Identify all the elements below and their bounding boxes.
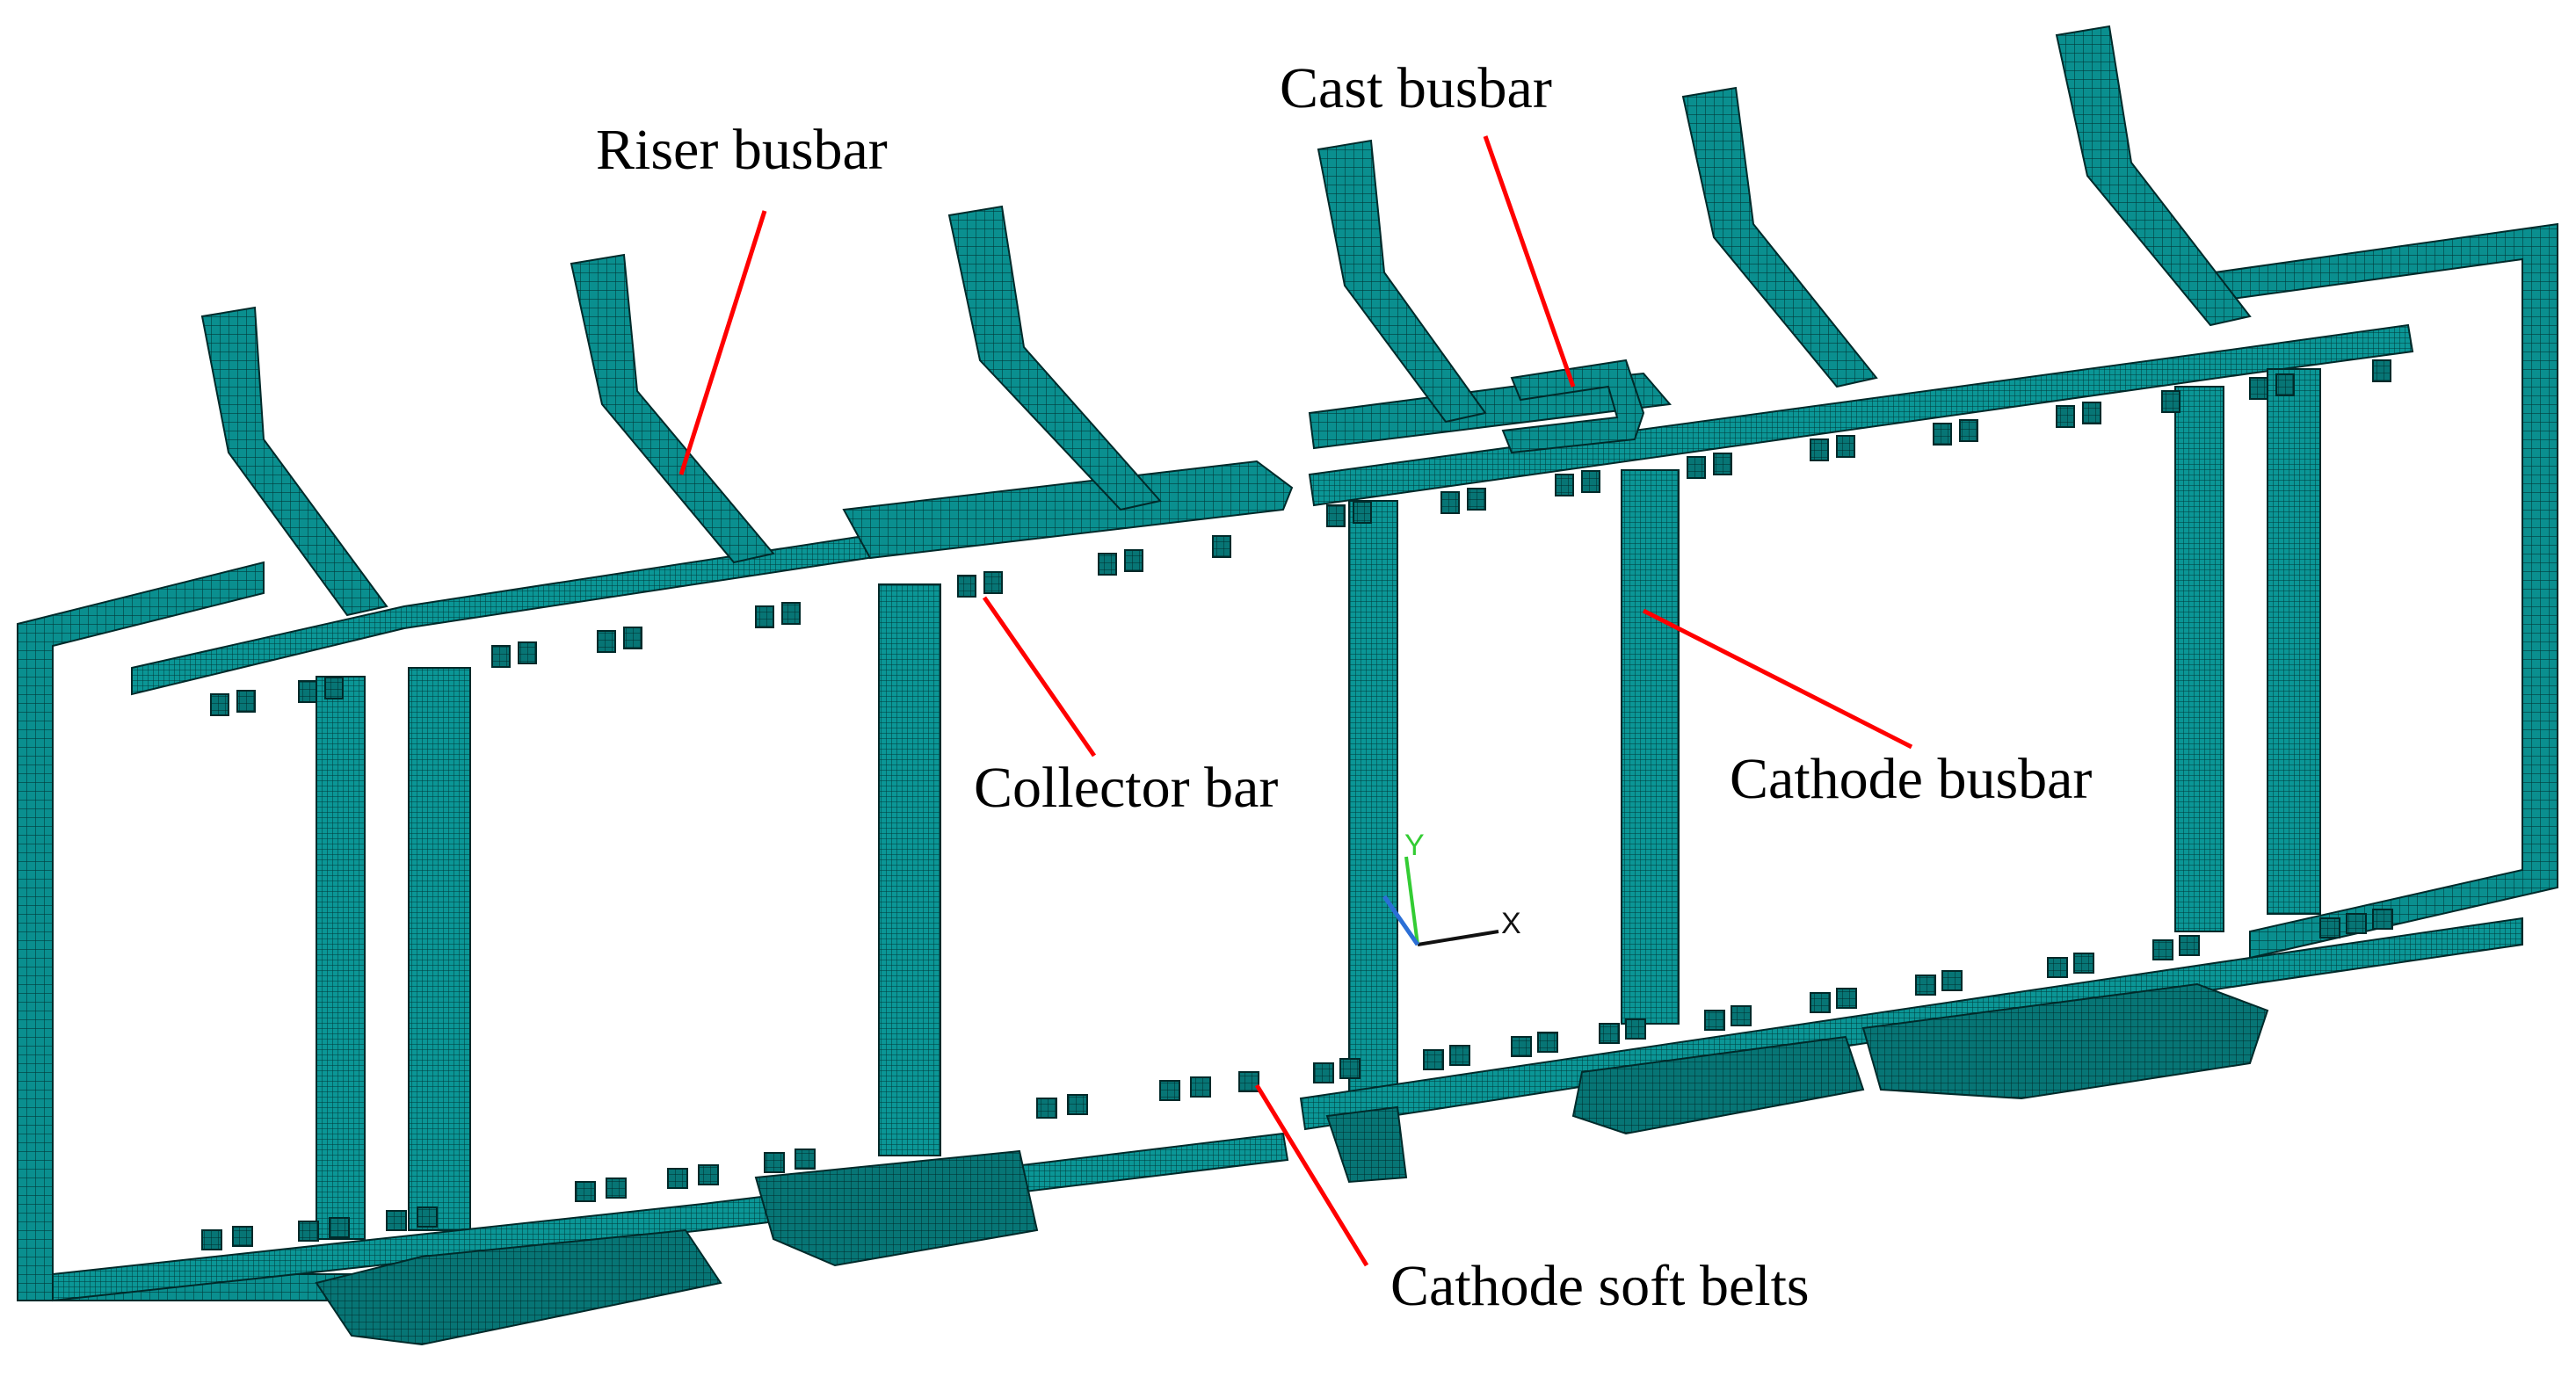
right-top-teeth (1326, 359, 2391, 527)
left-bottom-teeth (201, 1071, 1259, 1250)
y-axis-line (1404, 856, 1419, 946)
right-vbar-2 (1621, 469, 1680, 1025)
right-top-bar (1308, 323, 2414, 507)
leader-riser (678, 210, 767, 475)
leader-cathode-busbar (1642, 608, 1913, 750)
z-axis-line (1382, 895, 1420, 946)
left-bottom-block-2 (754, 1149, 1039, 1267)
coordinate-triad: Y X (1382, 829, 1521, 946)
left-vbar-3 (878, 583, 941, 1156)
right-section (1299, 25, 2558, 1184)
right-vbar-4 (2267, 368, 2321, 915)
left-vbar-1 (316, 676, 366, 1240)
right-riser-2 (1681, 86, 1878, 388)
label-cast-busbar: Cast busbar (1280, 56, 1552, 120)
right-bottom-block-1 (1325, 1105, 1408, 1184)
left-top-teeth (210, 535, 1231, 716)
right-upper-bar (1308, 372, 1672, 450)
leader-cast (1483, 135, 1576, 388)
leader-collector (982, 596, 1097, 757)
right-bottom-block-2 (1571, 1035, 1865, 1135)
right-riser-1 (1317, 139, 1487, 424)
y-axis-label: Y (1404, 829, 1425, 862)
leader-lines (678, 135, 1913, 1267)
x-axis-line (1417, 930, 1499, 946)
label-collector-bar: Collector bar (974, 756, 1278, 820)
right-riser-3 (2055, 25, 2252, 327)
left-riser-2 (570, 253, 775, 564)
leader-soft-belts (1254, 1083, 1369, 1267)
right-vbar-3 (2174, 386, 2224, 932)
label-cathode-busbar: Cathode busbar (1730, 747, 2092, 811)
left-section (17, 205, 1294, 1346)
right-bottom-block-3 (1861, 982, 2269, 1100)
label-cathode-soft-belts: Cathode soft belts (1390, 1254, 1810, 1318)
cast-busbar-loop (1501, 359, 1645, 454)
left-riser-1 (200, 306, 388, 617)
right-bottom-teeth (1313, 909, 2393, 1083)
left-bottom-block (315, 1228, 722, 1346)
x-axis-label: X (1501, 907, 1521, 940)
left-vbar-2 (408, 667, 471, 1231)
left-upper-bar (842, 460, 1294, 560)
left-riser-3 (947, 205, 1162, 511)
right-frame (2213, 222, 2558, 960)
right-vbar-1 (1348, 500, 1398, 1099)
label-riser-busbar: Riser busbar (596, 118, 888, 182)
